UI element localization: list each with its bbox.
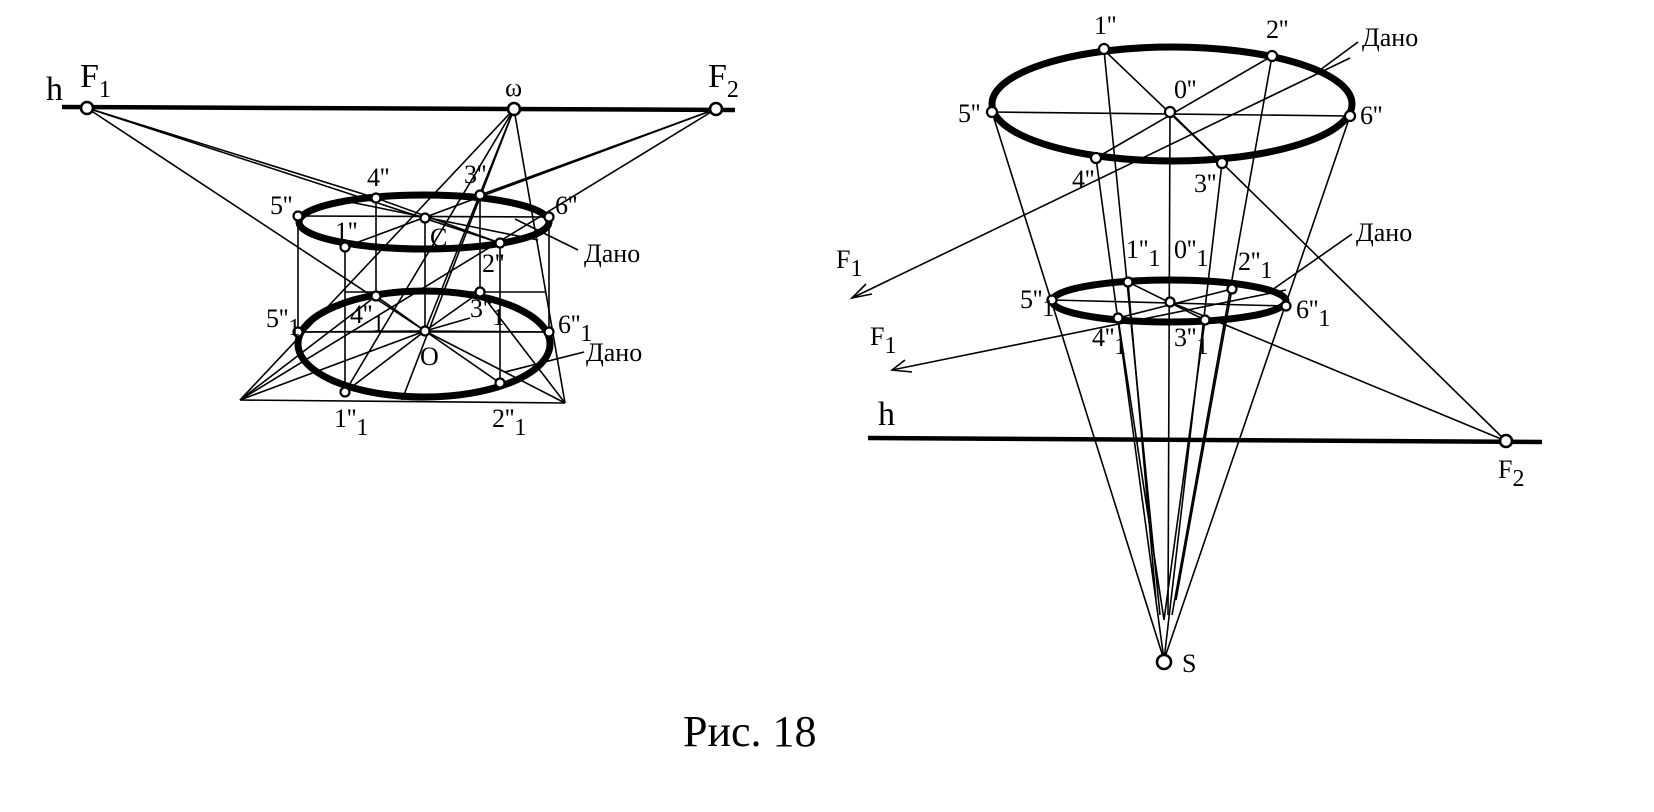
right-construction-lines [849,41,1507,661]
left-p1-label: 1'' [335,217,357,246]
left-construction-lines [86,107,717,404]
right-p3-1-label: 3''1 [1174,323,1208,360]
right-points [985,42,1514,671]
left-p5-label: 5'' [270,191,292,220]
left-p6-label: 6'' [555,191,577,220]
right-station-label: S [1182,649,1196,678]
right-p2-1-label: 2''1 [1238,247,1272,284]
left-p2-1-label: 2''1 [492,404,526,441]
right-p0-1-label: 0''1 [1174,235,1208,272]
right-p1-label: 1'' [1094,11,1116,40]
figure-caption: Рис. 18 [683,707,817,756]
left-given-top-label: Дано [584,239,640,268]
left-center-o-label: O [420,342,439,371]
left-p3-label: 3'' [464,160,486,189]
right-p4-label: 4'' [1072,165,1094,194]
left-center-c-label: C [430,223,447,252]
right-p6-1-label: 6''1 [1296,295,1330,332]
left-horizon-label: h [46,71,63,108]
right-p0-label: 0'' [1174,75,1196,104]
right-given-top-label: Дано [1362,23,1418,52]
right-p1-1-label: 1''1 [1126,235,1160,272]
left-lower-ellipse [294,287,554,401]
left-figure: h F1 F2 ω 4'' 3'' 5'' 6'' 1'' C 2'' Дано… [46,58,739,441]
right-p5-label: 5'' [958,99,980,128]
left-vp2-label: F2 [708,58,739,103]
left-p4-1-label: 4''1 [350,300,384,337]
left-horizon-line [61,104,736,113]
left-given-bottom-label: Дано [586,338,642,367]
right-vp1b-label: F1 [870,322,896,359]
left-p1-1-label: 1''1 [334,404,368,441]
right-p3-label: 3'' [1194,169,1216,198]
right-p2-label: 2'' [1266,15,1288,44]
left-p4-label: 4'' [367,163,389,192]
left-p3-1-label: 3''1 [470,294,504,331]
right-p5-1-label: 5''1 [1020,285,1054,322]
left-p2-label: 2'' [482,249,504,278]
right-p6-label: 6'' [1360,101,1382,130]
left-p5-1-label: 5''1 [266,304,300,341]
right-vp2-label: F2 [1498,455,1524,492]
left-omega-label: ω [505,73,522,102]
left-p6-1-label: 6''1 [558,310,592,347]
right-p4-1-label: 4''1 [1092,323,1126,360]
right-vp1a-label: F1 [836,245,862,282]
left-points [79,100,724,398]
right-horizon-label: h [878,396,895,433]
right-upper-ellipse [988,43,1356,165]
left-vp1-label: F1 [80,58,111,103]
right-given-mid-label: Дано [1356,218,1412,247]
right-figure: 1'' 2'' Дано 0'' 5'' 6'' 4'' 3'' F1 1''1… [836,11,1543,678]
